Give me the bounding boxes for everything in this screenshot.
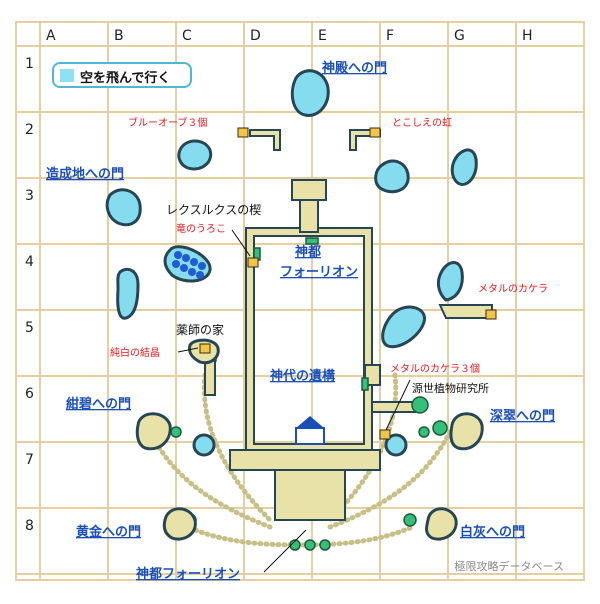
label-tokoshie: とこしえの虹 (392, 117, 452, 129)
island-d2 (177, 139, 213, 171)
row-label: 7 (25, 452, 34, 468)
row-label: 5 (25, 320, 34, 336)
label-capital: 神都 (295, 244, 321, 260)
label-metal-frag3: メタルのカケラ３個 (390, 362, 480, 375)
label-gate-konpeki: 紺碧への門 (66, 396, 131, 412)
island-c6 (192, 433, 216, 457)
gate-islands (135, 338, 484, 541)
treasure-chests (199, 127, 497, 440)
row-label: 3 (25, 188, 34, 204)
column-label: C (182, 28, 192, 44)
watermark: 極限攻略データベース (454, 560, 564, 573)
island-f5 (381, 305, 426, 349)
town-icon (295, 416, 325, 445)
label-capital-bottom: 神都フォーリオン (136, 566, 240, 582)
label-gate-shinsui: 深翠への門 (490, 408, 555, 424)
label-metal-frag: メタルのカケラ (478, 283, 548, 295)
row-label: 8 (25, 518, 34, 534)
label-herbalist: 薬師の家 (176, 322, 224, 337)
label-gate-zousei: 造成地への門 (46, 166, 124, 182)
row-label: 1 (25, 56, 34, 72)
map-labels: 神殿への門 造成地への門 ブルーオーブ３個 とこしえの虹 レクスルクスの楔 竜の… (46, 60, 555, 582)
legend-swatch (60, 69, 74, 82)
label-lab: 源世植物研究所 (412, 381, 489, 395)
leader-lines (177, 229, 411, 573)
label-rex-tree: レクスルクスの楔 (166, 203, 261, 217)
label-gate-ougon: 黄金への門 (76, 524, 141, 540)
label-gate-hakkai: 白灰への門 (460, 524, 525, 540)
island-b3 (105, 188, 142, 227)
island-b4 (116, 267, 140, 320)
column-label: G (454, 28, 465, 44)
label-capital2: フォーリオン (280, 265, 358, 280)
column-label: D (250, 28, 261, 44)
column-label: F (386, 28, 394, 44)
island-g4 (436, 261, 464, 302)
island-f2 (374, 159, 410, 194)
island-f6 (384, 433, 408, 457)
legend-label: 空を飛んで行く (80, 71, 171, 86)
label-blue-orb: ブルーオーブ３個 (128, 116, 207, 129)
column-label: H (522, 28, 533, 44)
label-gate-shinden: 神殿への門 (322, 60, 387, 76)
label-dragon-scale: 竜のうろこ (176, 222, 226, 235)
column-label: B (114, 28, 124, 44)
island-g2 (450, 148, 478, 186)
label-ruins: 神代の遺構 (270, 368, 335, 384)
legend: 空を飛んで行く (52, 62, 192, 88)
label-pure-crystal: 純白の結晶 (110, 346, 160, 359)
island-shinden (290, 69, 330, 117)
column-label: A (46, 28, 56, 44)
dragon-scale-island (163, 245, 212, 283)
grid-border (15, 21, 585, 581)
column-label: E (318, 28, 327, 44)
row-label: 4 (25, 254, 34, 270)
walkways (204, 129, 493, 521)
sky-islands (105, 69, 478, 457)
row-label: 2 (25, 122, 34, 138)
row-label: 6 (25, 386, 34, 402)
